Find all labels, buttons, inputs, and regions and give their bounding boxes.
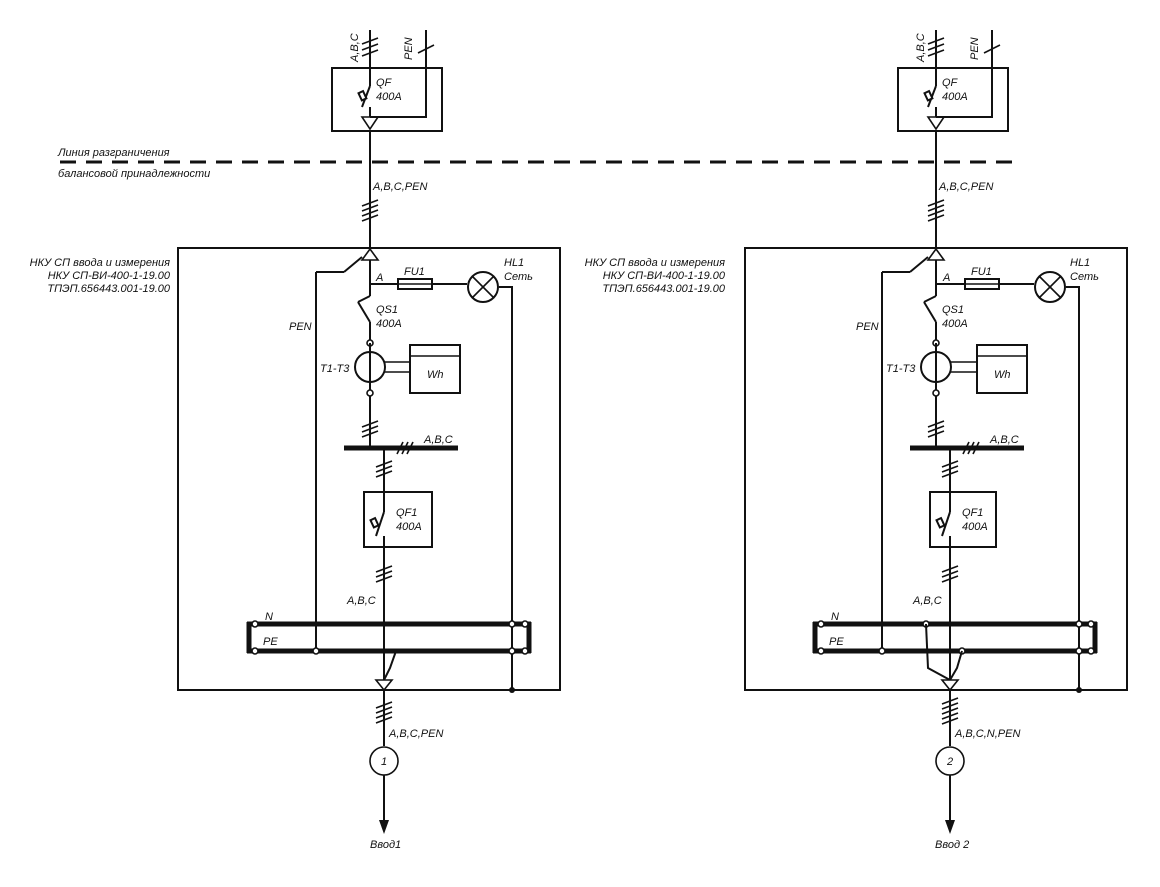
three-phase-tick-mark [927, 37, 945, 57]
output-label: A,B,C,N,PEN [954, 728, 1020, 740]
qf-rating-label: 400A [376, 91, 402, 103]
fuse-name-label: FU1 [404, 266, 425, 278]
three-phase-tick-mark [375, 701, 393, 724]
phase-a-label: A [375, 272, 383, 284]
busbar-label: A,B,C [989, 434, 1019, 446]
three-phase-tick-mark [941, 460, 959, 478]
down-arrow-icon [379, 820, 389, 834]
energy-meter-box [976, 344, 1028, 394]
n-bus-label: N [265, 611, 273, 623]
three-phase-tick-mark [941, 565, 959, 583]
lamp-caption-label: Сеть [1070, 271, 1099, 283]
qs1-rating-label: 400A [942, 318, 968, 330]
pe-bus-label: PE [263, 636, 278, 648]
lamp-name-label: HL1 [1070, 257, 1090, 269]
supply-pen-label: PEN [403, 37, 415, 60]
ct-name-label: T1-T3 [886, 363, 916, 375]
qf1-name-label: QF1 [396, 507, 417, 519]
panel-2: A,B,C PEN QF 400A A,B,C,PEN НКУ СП ввода… [585, 30, 1128, 851]
panel-1: A,B,C PEN QF 400A A,B,C,PEN НКУ СП ввода… [30, 30, 561, 851]
energy-meter-box [409, 344, 461, 394]
outgoing-phase-label: A,B,C [912, 595, 942, 607]
qf-breaker-box [897, 67, 1009, 132]
three-phase-tick-mark [941, 697, 959, 725]
output-label: A,B,C,PEN [388, 728, 443, 740]
output-terminal-icon [374, 679, 394, 692]
pen-label: PEN [856, 321, 879, 333]
outgoing-phase-label: A,B,C [346, 595, 376, 607]
feeder-label: A,B,C,PEN [372, 181, 427, 193]
lamp-hl1-icon [1034, 271, 1066, 303]
consumer-number: 2 [946, 756, 953, 768]
three-phase-tick-mark [927, 199, 945, 222]
busbar-label: A,B,C [423, 434, 453, 446]
lamp-hl1-icon [467, 271, 499, 303]
pe-bus-label: PE [829, 636, 844, 648]
lamp-name-label: HL1 [504, 257, 524, 269]
three-phase-tick-mark [927, 420, 945, 438]
feeder-label: A,B,C,PEN [938, 181, 993, 193]
qs1-rating-label: 400A [376, 318, 402, 330]
panel-title-1: НКУ СП ввода и измерения [30, 257, 170, 269]
qf-breaker-box [331, 67, 443, 132]
qf-name-label: QF [942, 77, 959, 89]
meter-label: Wh [427, 369, 444, 381]
qs1-name-label: QS1 [942, 304, 964, 316]
qf-name-label: QF [376, 77, 393, 89]
phase-a-label: A [942, 272, 950, 284]
fuse-name-label: FU1 [971, 266, 992, 278]
qf1-rating-label: 400A [962, 521, 988, 533]
qf1-rating-label: 400A [396, 521, 422, 533]
qs1-name-label: QS1 [376, 304, 398, 316]
supply-phase-label: A,B,C [915, 33, 927, 63]
three-phase-tick-mark [361, 420, 379, 438]
three-phase-tick-mark [361, 37, 379, 57]
n-bus-label: N [831, 611, 839, 623]
panel-title-2: НКУ СП-ВИ-400-1-19.00 [603, 270, 726, 282]
input-label: Ввод 2 [935, 839, 969, 851]
lamp-caption-label: Сеть [504, 271, 533, 283]
panel-title-3: ТПЭП.656443.001-19.00 [47, 283, 171, 295]
panel-title-1: НКУ СП ввода и измерения [585, 257, 725, 269]
supply-pen-label: PEN [969, 37, 981, 60]
panel-title-2: НКУ СП-ВИ-400-1-19.00 [48, 270, 171, 282]
supply-phase-label: A,B,C [349, 33, 361, 63]
boundary-label-line1: Линия разграничения [57, 147, 170, 159]
three-phase-tick-mark [375, 460, 393, 478]
three-phase-tick-mark [361, 199, 379, 222]
consumer-number: 1 [381, 756, 387, 768]
output-terminal-icon [940, 679, 960, 692]
input-label: Ввод1 [370, 839, 401, 851]
boundary-label-line2: балансовой принадлежности [58, 168, 210, 180]
down-arrow-icon [945, 820, 955, 834]
three-phase-tick-mark [375, 565, 393, 583]
qf-rating-label: 400A [942, 91, 968, 103]
ct-name-label: T1-T3 [320, 363, 350, 375]
pen-label: PEN [289, 321, 312, 333]
meter-label: Wh [994, 369, 1011, 381]
qf1-name-label: QF1 [962, 507, 983, 519]
panel-title-3: ТПЭП.656443.001-19.00 [602, 283, 726, 295]
